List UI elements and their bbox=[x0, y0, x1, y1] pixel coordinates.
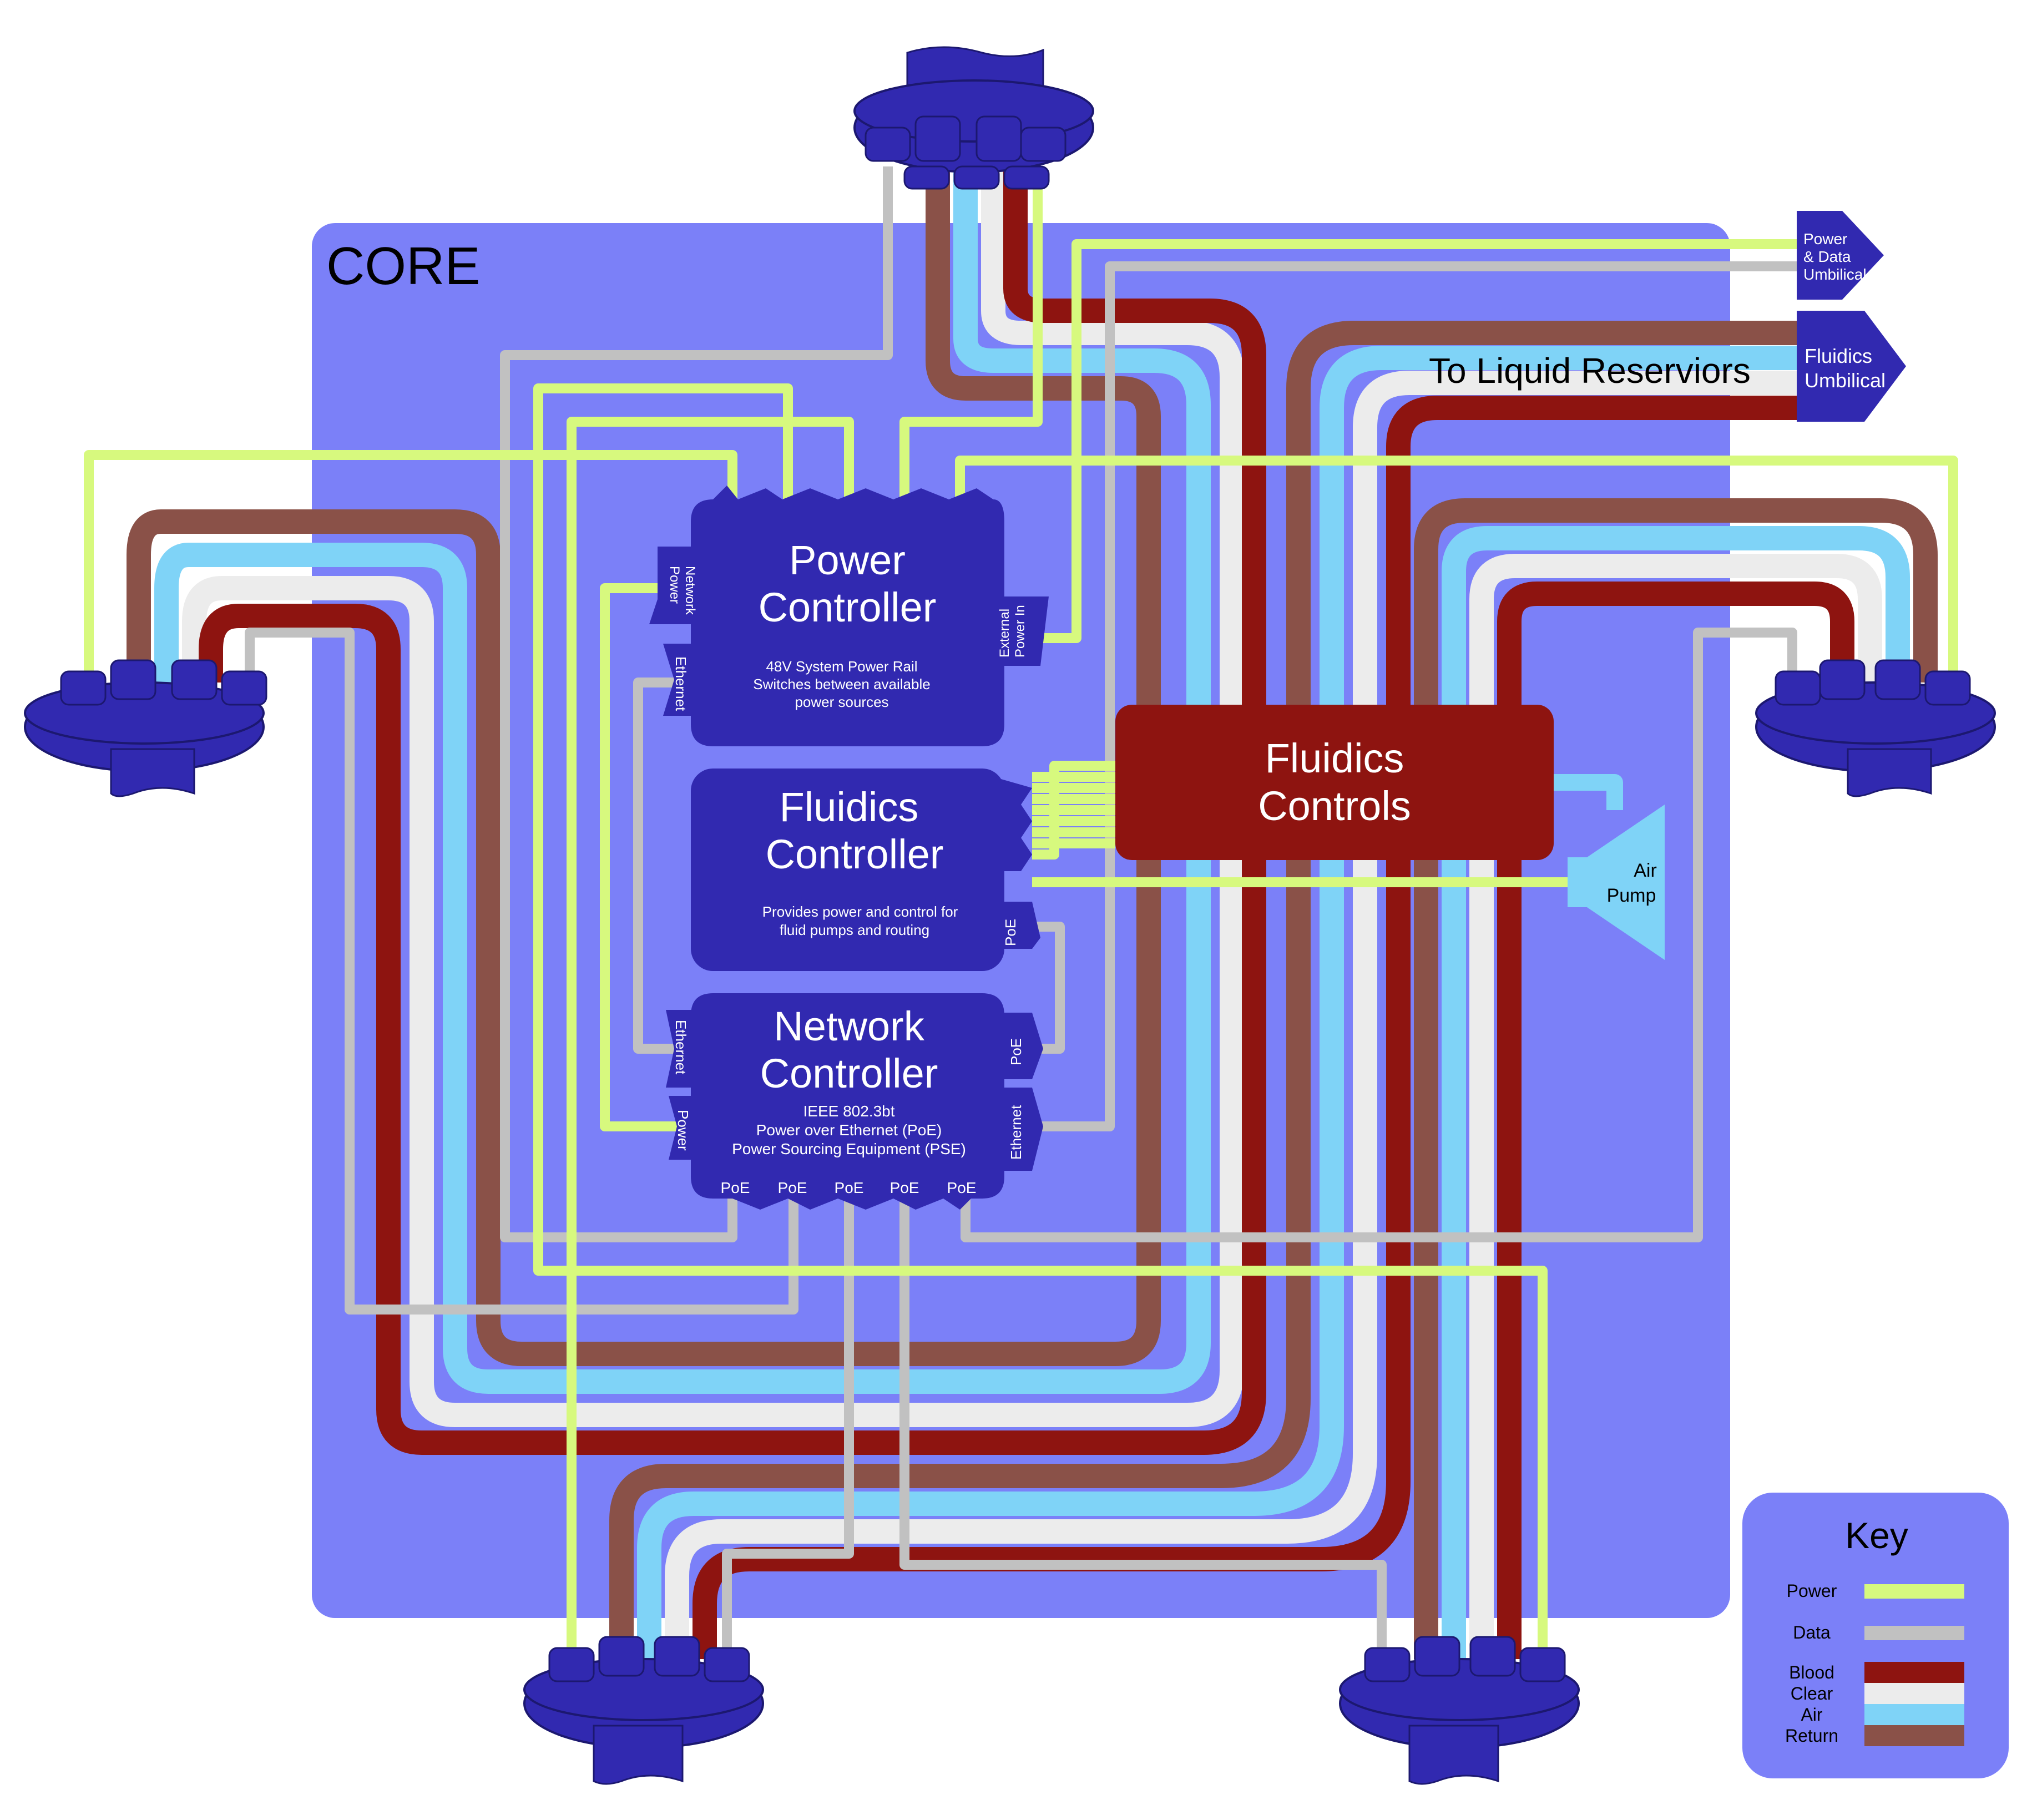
svg-text:Network: Network bbox=[774, 1003, 924, 1049]
svg-text:48V System Power Rail: 48V System Power Rail bbox=[766, 658, 917, 675]
legend-clear-label: Clear bbox=[1791, 1684, 1833, 1703]
svg-text:Network: Network bbox=[683, 566, 697, 615]
reservoir-label: To Liquid Reserviors bbox=[1429, 351, 1751, 391]
port-power-network-left: Power bbox=[669, 1096, 702, 1160]
right-connector bbox=[1755, 659, 1996, 797]
port-external-power-in: External Power In bbox=[993, 596, 1049, 666]
svg-text:Controller: Controller bbox=[766, 831, 944, 877]
legend-return-label: Return bbox=[1785, 1726, 1838, 1746]
umbilical-fluid-bundle bbox=[609, 321, 1798, 1659]
svg-text:Ethernet: Ethernet bbox=[1008, 1105, 1024, 1160]
fluidics-controls: Fluidics Controls bbox=[1115, 705, 1554, 860]
svg-text:Fluidics: Fluidics bbox=[780, 784, 919, 830]
legend-clear-swatch bbox=[1864, 1683, 1964, 1704]
svg-text:PoE: PoE bbox=[1008, 1038, 1024, 1065]
legend-power-label: Power bbox=[1787, 1581, 1837, 1601]
power-data-umbilical: Power & Data Umbilical bbox=[1797, 211, 1884, 300]
poe-port-3: PoE bbox=[835, 1179, 864, 1196]
top-fluid-bundle bbox=[127, 166, 1266, 1455]
legend-data-label: Data bbox=[1793, 1622, 1831, 1642]
power-controller: Power Controller 48V System Power Rail S… bbox=[691, 486, 1004, 746]
port-ethernet-power-ctrl: Ethernet bbox=[663, 644, 702, 716]
svg-text:Power: Power bbox=[667, 566, 682, 604]
network-controller: Network Controller IEEE 802.3bt Power ov… bbox=[691, 993, 1004, 1210]
network-bottom-ports: PoE PoE PoE PoE PoE bbox=[721, 1179, 977, 1196]
legend-data-swatch bbox=[1864, 1626, 1964, 1640]
port-poe-fluidics: PoE bbox=[993, 902, 1040, 949]
svg-text:Power In: Power In bbox=[1013, 605, 1028, 658]
legend-air-swatch bbox=[1864, 1704, 1964, 1725]
svg-text:Switches between available: Switches between available bbox=[753, 676, 930, 692]
svg-text:Fluidics: Fluidics bbox=[1265, 735, 1404, 781]
bottom-right-connector bbox=[1339, 1636, 1580, 1785]
legend-air-label: Air bbox=[1801, 1705, 1822, 1725]
svg-text:Controller: Controller bbox=[760, 1050, 938, 1096]
svg-text:Controller: Controller bbox=[759, 584, 937, 630]
port-ethernet-network-left: Ethernet bbox=[666, 1010, 702, 1088]
svg-text:Power Sourcing Equipment (PSE): Power Sourcing Equipment (PSE) bbox=[732, 1140, 966, 1157]
svg-text:Power: Power bbox=[1803, 230, 1847, 247]
port-ethernet-network-right: Ethernet bbox=[993, 1088, 1043, 1171]
svg-text:Power: Power bbox=[675, 1110, 691, 1151]
data-lines bbox=[245, 166, 1798, 1659]
bottom-left-connector bbox=[523, 1636, 764, 1785]
right-fluid-bundle bbox=[1414, 498, 1938, 1659]
port-poe-network-right: PoE bbox=[993, 1013, 1043, 1079]
svg-text:External: External bbox=[997, 609, 1012, 658]
svg-text:Pump: Pump bbox=[1607, 885, 1656, 906]
svg-text:Umbilical: Umbilical bbox=[1805, 369, 1886, 392]
top-connector bbox=[853, 46, 1094, 190]
svg-text:Controls: Controls bbox=[1258, 783, 1411, 829]
svg-text:Provides power and control for: Provides power and control for bbox=[762, 903, 958, 920]
fluidics-umbilical: Fluidics Umbilical bbox=[1797, 311, 1906, 422]
legend-blood-swatch bbox=[1864, 1662, 1964, 1683]
svg-text:Air: Air bbox=[1634, 860, 1657, 881]
poe-port-5: PoE bbox=[947, 1179, 977, 1196]
svg-text:Fluidics: Fluidics bbox=[1805, 345, 1872, 367]
svg-text:Ethernet: Ethernet bbox=[673, 656, 689, 711]
svg-text:Power: Power bbox=[789, 537, 906, 583]
svg-text:& Data: & Data bbox=[1803, 248, 1851, 265]
svg-text:IEEE 802.3bt: IEEE 802.3bt bbox=[803, 1103, 894, 1120]
legend-blood-label: Blood bbox=[1789, 1662, 1834, 1682]
left-connector bbox=[24, 659, 267, 797]
poe-port-4: PoE bbox=[890, 1179, 919, 1196]
port-network-power: Network Power bbox=[649, 547, 702, 624]
core-label: CORE bbox=[326, 236, 480, 296]
svg-text:Ethernet: Ethernet bbox=[673, 1020, 689, 1075]
power-lines bbox=[84, 166, 1958, 1659]
air-pump: Air Pump bbox=[1554, 774, 1665, 960]
legend: Key Power Data Blood Clear Air Return bbox=[1742, 1493, 2009, 1778]
svg-text:Umbilical: Umbilical bbox=[1803, 266, 1867, 283]
legend-title: Key bbox=[1845, 1515, 1908, 1556]
poe-port-2: PoE bbox=[778, 1179, 807, 1196]
svg-text:PoE: PoE bbox=[1002, 919, 1019, 946]
svg-text:power sources: power sources bbox=[795, 694, 888, 710]
legend-power-swatch bbox=[1864, 1584, 1964, 1599]
poe-port-1: PoE bbox=[721, 1179, 750, 1196]
svg-text:fluid pumps and routing: fluid pumps and routing bbox=[780, 922, 929, 938]
svg-text:Power over Ethernet (PoE): Power over Ethernet (PoE) bbox=[756, 1121, 942, 1139]
legend-return-swatch bbox=[1864, 1725, 1964, 1746]
fluidics-controller: Fluidics Controller Provides power and c… bbox=[691, 769, 1032, 971]
